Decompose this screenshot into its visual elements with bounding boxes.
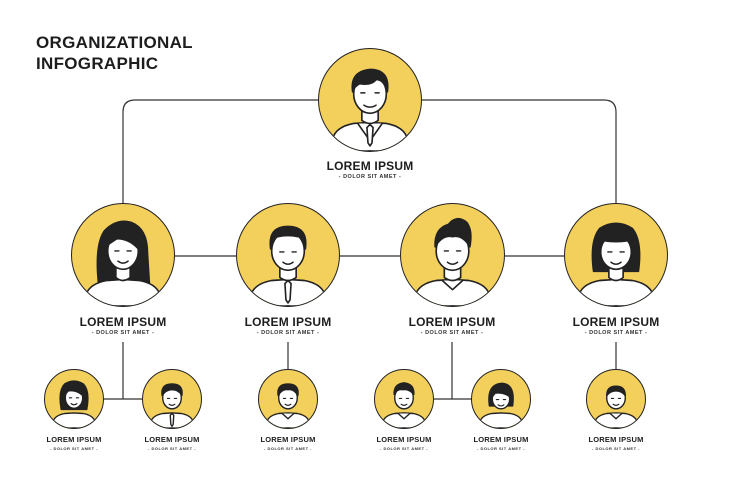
connector-branch-3 bbox=[434, 342, 472, 400]
connector-top-left bbox=[122, 99, 320, 215]
node-name: LOREM IPSUM bbox=[46, 435, 102, 444]
node-name: LOREM IPSUM bbox=[326, 159, 414, 173]
node-name: LOREM IPSUM bbox=[473, 435, 529, 444]
node-name: LOREM IPSUM bbox=[408, 315, 496, 329]
page-title: ORGANIZATIONAL INFOGRAPHIC bbox=[36, 32, 193, 74]
node-name: LOREM IPSUM bbox=[260, 435, 316, 444]
node-name: LOREM IPSUM bbox=[144, 435, 200, 444]
avatar-woman-bun bbox=[471, 369, 531, 429]
node-subtitle: - DOLOR SIT AMET - bbox=[380, 446, 428, 451]
avatar-man-bald bbox=[586, 369, 646, 429]
avatar-man-short-hair bbox=[258, 369, 318, 429]
node-subtitle: - DOLOR SIT AMET - bbox=[148, 446, 196, 451]
avatar-woman-short-hair bbox=[44, 369, 104, 429]
avatar-woman-long-hair bbox=[71, 203, 175, 307]
node-subtitle: - DOLOR SIT AMET - bbox=[264, 446, 312, 451]
avatar-man-tie-small bbox=[142, 369, 202, 429]
title-line-1: ORGANIZATIONAL bbox=[36, 33, 193, 52]
node-name: LOREM IPSUM bbox=[244, 315, 332, 329]
node-subtitle: - DOLOR SIT AMET - bbox=[420, 330, 484, 336]
node-subtitle: - DOLOR SIT AMET - bbox=[477, 446, 525, 451]
node-subtitle: - DOLOR SIT AMET - bbox=[584, 330, 648, 336]
avatar-man-quiff bbox=[400, 203, 505, 307]
avatar-man-suit-tie bbox=[318, 48, 422, 152]
node-name: LOREM IPSUM bbox=[376, 435, 432, 444]
title-line-2: INFOGRAPHIC bbox=[36, 54, 159, 73]
node-subtitle: - DOLOR SIT AMET - bbox=[50, 446, 98, 451]
node-subtitle: - DOLOR SIT AMET - bbox=[256, 330, 320, 336]
node-subtitle: - DOLOR SIT AMET - bbox=[91, 330, 155, 336]
node-subtitle: - DOLOR SIT AMET - bbox=[338, 174, 402, 180]
avatar-woman-bob bbox=[564, 203, 668, 307]
connector-top-right bbox=[420, 99, 617, 215]
connector-branch-1 bbox=[104, 342, 143, 400]
node-name: LOREM IPSUM bbox=[79, 315, 167, 329]
avatar-man-tie bbox=[236, 203, 340, 307]
node-name: LOREM IPSUM bbox=[572, 315, 660, 329]
node-subtitle: - DOLOR SIT AMET - bbox=[592, 446, 640, 451]
avatar-man-short-hair-2 bbox=[374, 369, 434, 429]
node-name: LOREM IPSUM bbox=[588, 435, 644, 444]
